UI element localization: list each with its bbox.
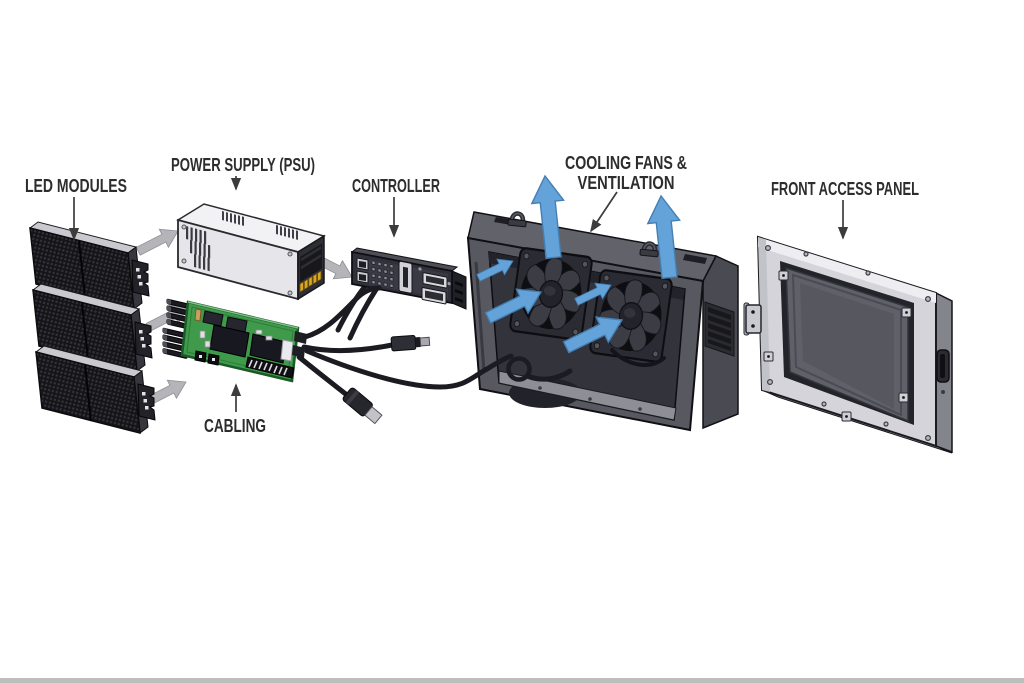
pcb-chip	[209, 324, 250, 358]
labels: LED MODULES POWER SUPPLY (PSU) CONTROLLE…	[25, 153, 919, 436]
lifting-eyebolt-icon	[508, 213, 527, 227]
pcb-buttons	[194, 350, 220, 366]
interior-cable	[610, 348, 666, 367]
panel-hinge	[743, 302, 762, 336]
panel-inner-frame-line	[791, 273, 902, 417]
cabinet-side-vent-slats	[708, 307, 731, 351]
controller-label: CONTROLLER	[352, 176, 440, 196]
controller-center-port	[398, 260, 413, 294]
cooling-fans-label-line2: VENTILATION	[578, 173, 675, 193]
pcb-component	[280, 339, 294, 362]
psu-top-vent	[276, 225, 298, 240]
psu-terminal-block	[299, 243, 322, 293]
front-access-panel-illustration	[743, 235, 953, 454]
cabinet-bottom-ledge	[498, 370, 677, 421]
controller-end-face	[451, 270, 467, 310]
panel-handle	[936, 349, 950, 394]
cooling-pointer-arrow	[590, 191, 618, 233]
panel-top-bevel	[758, 237, 936, 303]
cable-connector	[390, 334, 431, 352]
controller-button-grid	[371, 260, 394, 288]
panel-clips	[763, 270, 912, 422]
psu-side-vents	[186, 226, 211, 272]
cabinet-feed-cable	[304, 348, 514, 390]
pcb-edge-highlight	[187, 301, 299, 329]
cabinet-feed-cable	[524, 368, 573, 382]
receiving-card-illustration	[162, 298, 307, 383]
pcb-cable-socket	[292, 345, 305, 358]
pcb-edge-pads	[245, 356, 295, 379]
controller-left-ports	[356, 257, 369, 284]
controller-end-slots	[455, 281, 463, 303]
led-modules-label: LED MODULES	[25, 176, 127, 196]
cooling-fans-label-line1: COOLING FANS &	[565, 153, 687, 173]
pcb-small-parts	[199, 329, 273, 348]
pcb-cable-socket	[294, 331, 307, 344]
panel-inner-center	[800, 283, 894, 409]
cabinet-left-groove	[474, 261, 486, 373]
ledge-screws	[538, 386, 642, 411]
psu-screws	[181, 224, 293, 296]
power-supply-label: POWER SUPPLY (PSU)	[171, 155, 315, 175]
panel-screws	[764, 245, 931, 442]
cabling-illustration	[296, 285, 573, 425]
cable-service-loop	[506, 356, 532, 382]
cooling-fan-icon	[588, 268, 674, 364]
bottom-edge-bar	[0, 678, 1024, 683]
controller-illustration	[335, 247, 467, 341]
pcb-chip	[249, 333, 287, 364]
cabling-label: CABLING	[204, 416, 266, 436]
front-access-panel-label: FRONT ACCESS PANEL	[771, 179, 919, 199]
led-modules-illustration	[29, 221, 156, 434]
psu-top-vent	[222, 211, 244, 226]
psu-illustration	[176, 203, 326, 301]
data-cable	[302, 285, 382, 340]
data-cable	[301, 342, 395, 354]
usb-connector	[342, 387, 383, 425]
pcb-component	[194, 308, 202, 322]
pcb-chip	[202, 310, 224, 327]
psu-terminals	[299, 270, 322, 293]
controller-right-ports	[418, 267, 451, 305]
cabinet-top-slot	[683, 254, 707, 264]
label-pointers	[68, 176, 849, 412]
flow-arrow-icon	[133, 221, 184, 261]
controller-cable	[347, 285, 380, 341]
